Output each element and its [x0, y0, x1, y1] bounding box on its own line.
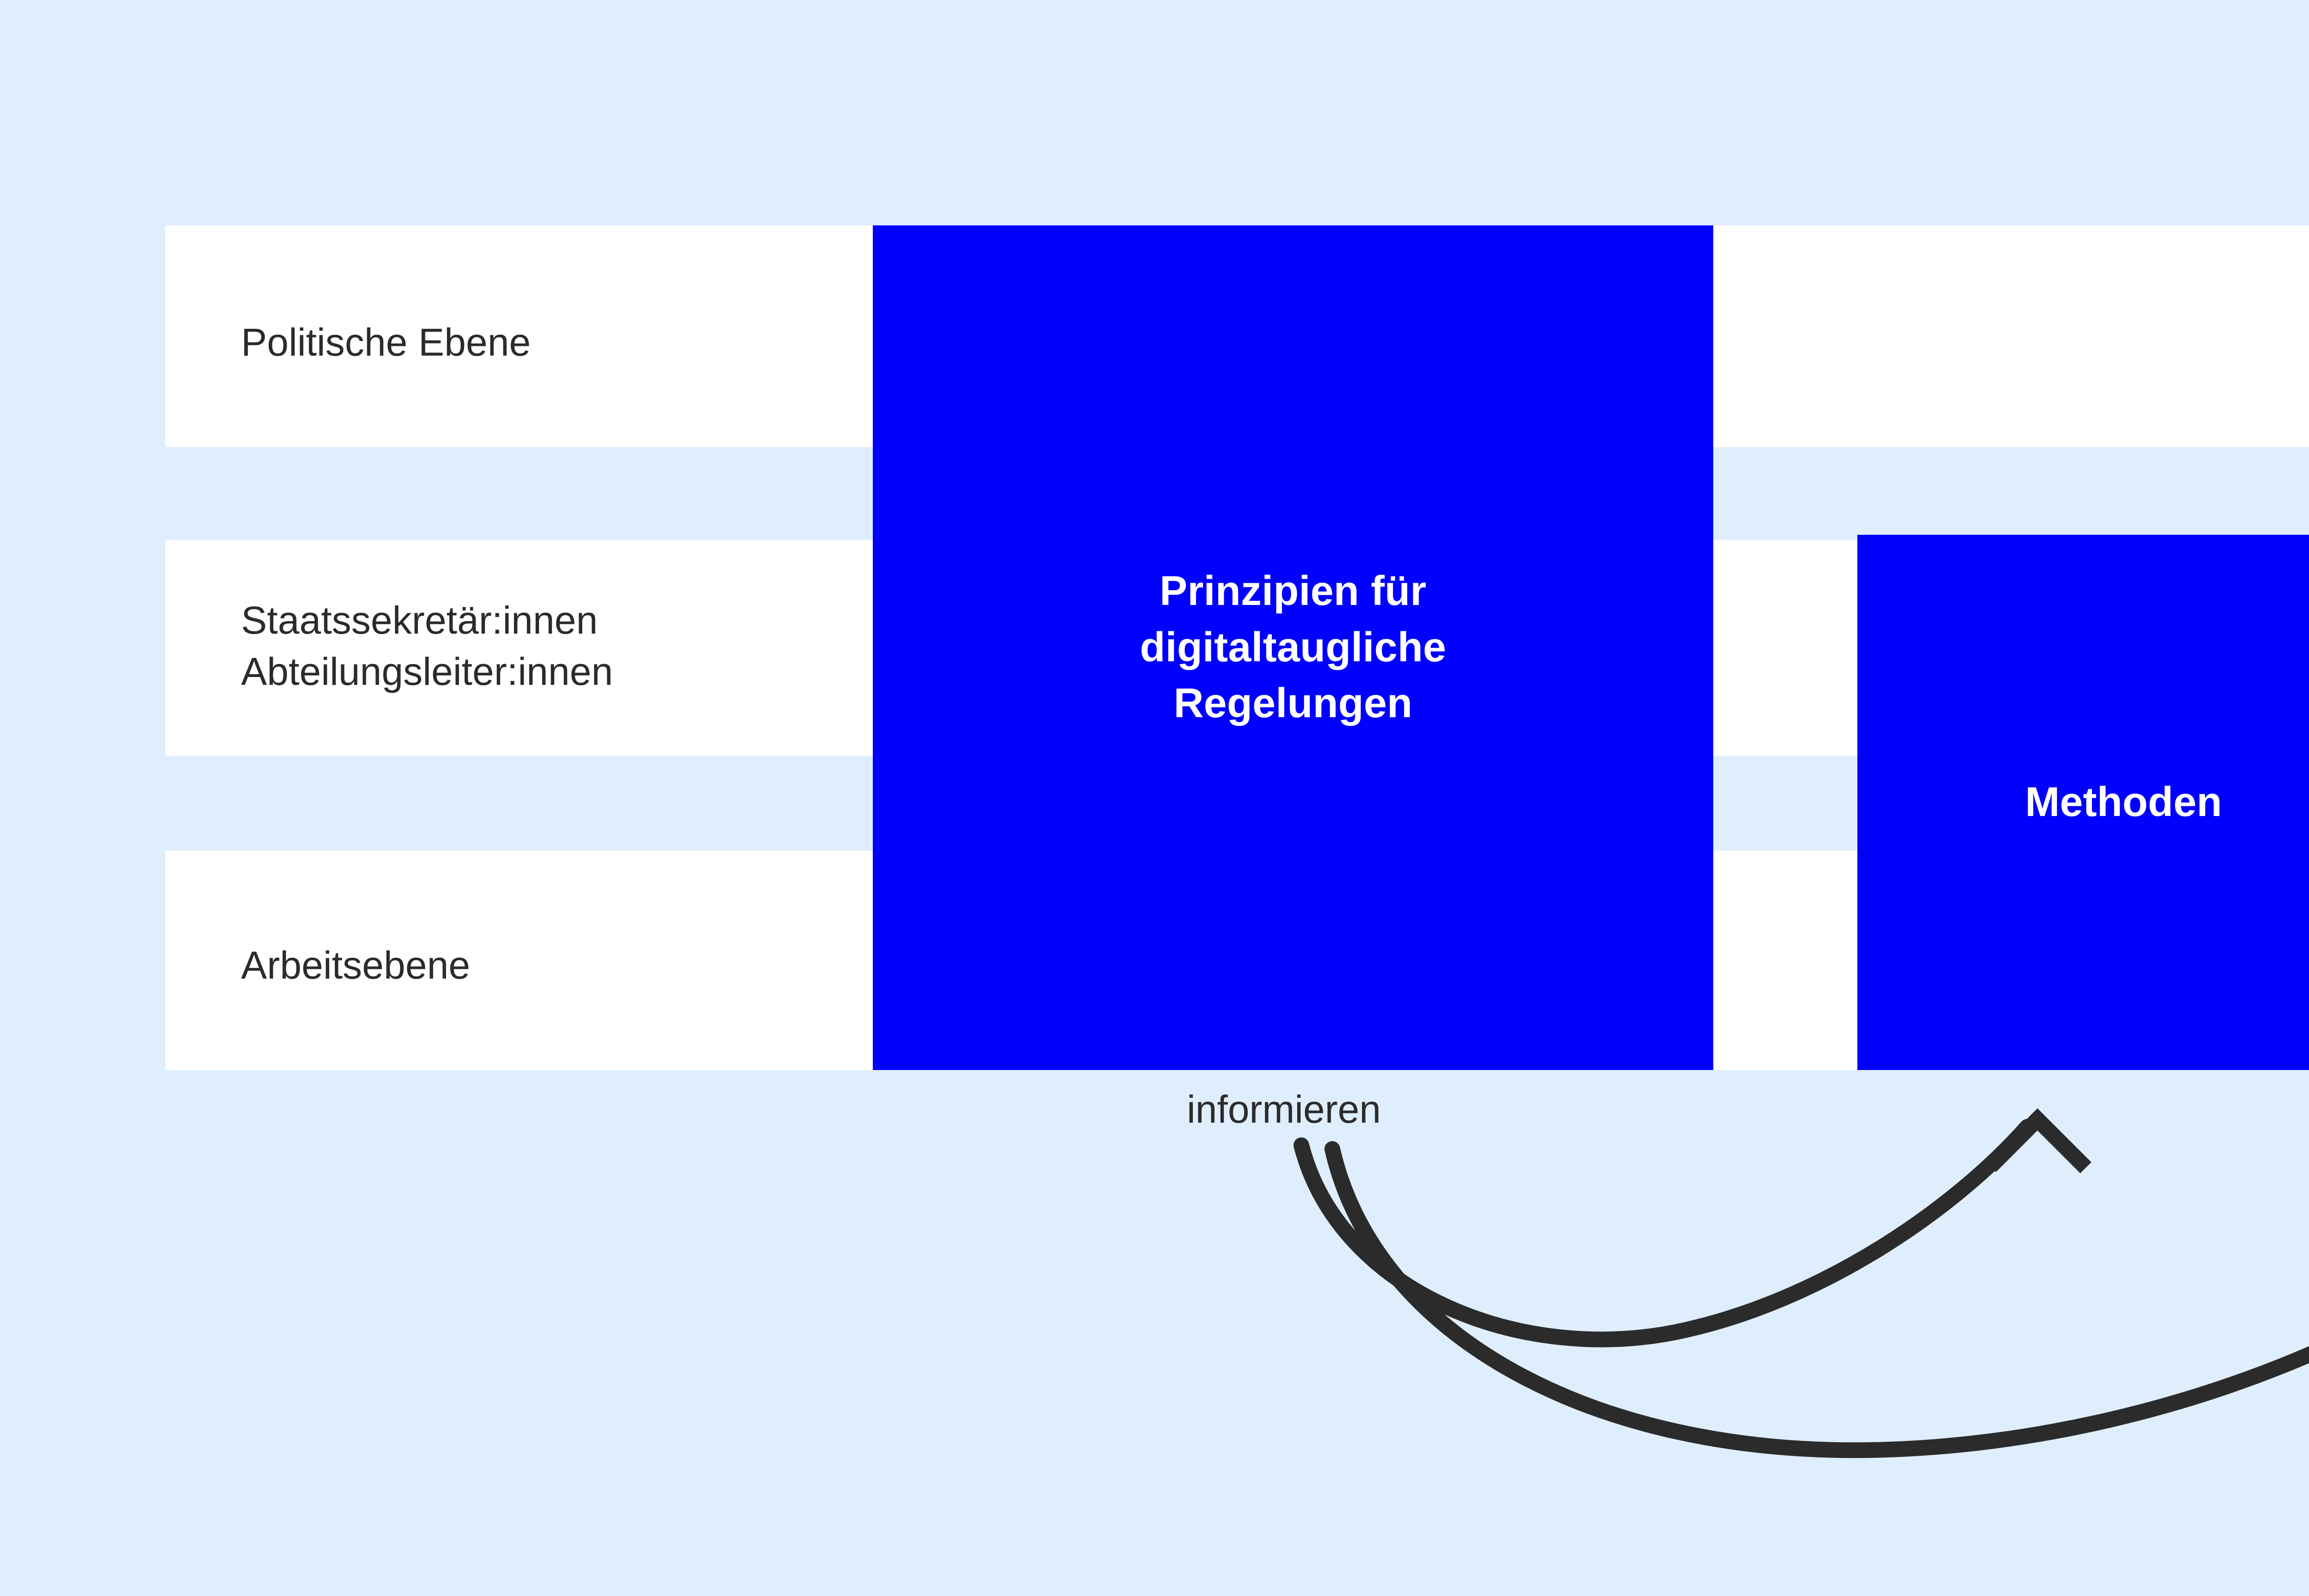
arrowhead-methoden: [1985, 1108, 2091, 1173]
pillar-label-methoden: Methoden: [2025, 779, 2222, 825]
pillar-methoden[interactable]: Methoden: [1857, 535, 2309, 1070]
pillar-prinzipien[interactable]: Prinzipien für digitaltaugliche Regelung…: [873, 225, 1713, 1070]
lane-label-arbeitsebene: Arbeitsebene: [241, 943, 471, 987]
pillar-label-prinzipien: Prinzipien für digitaltaugliche Regelung…: [1140, 568, 1446, 727]
connector-arrow-leitfragen: [1324, 1141, 2309, 1458]
connector-arrow-methoden: [1294, 1108, 2091, 1348]
lane-label-politische-ebene: Politische Ebene: [241, 320, 531, 364]
lane-label-staatssekretaer-abteilungsleiter: Staatssekretär:innen Abteilungsleiter:in…: [241, 598, 613, 693]
connector-label-informieren: informieren: [1187, 1088, 1381, 1131]
